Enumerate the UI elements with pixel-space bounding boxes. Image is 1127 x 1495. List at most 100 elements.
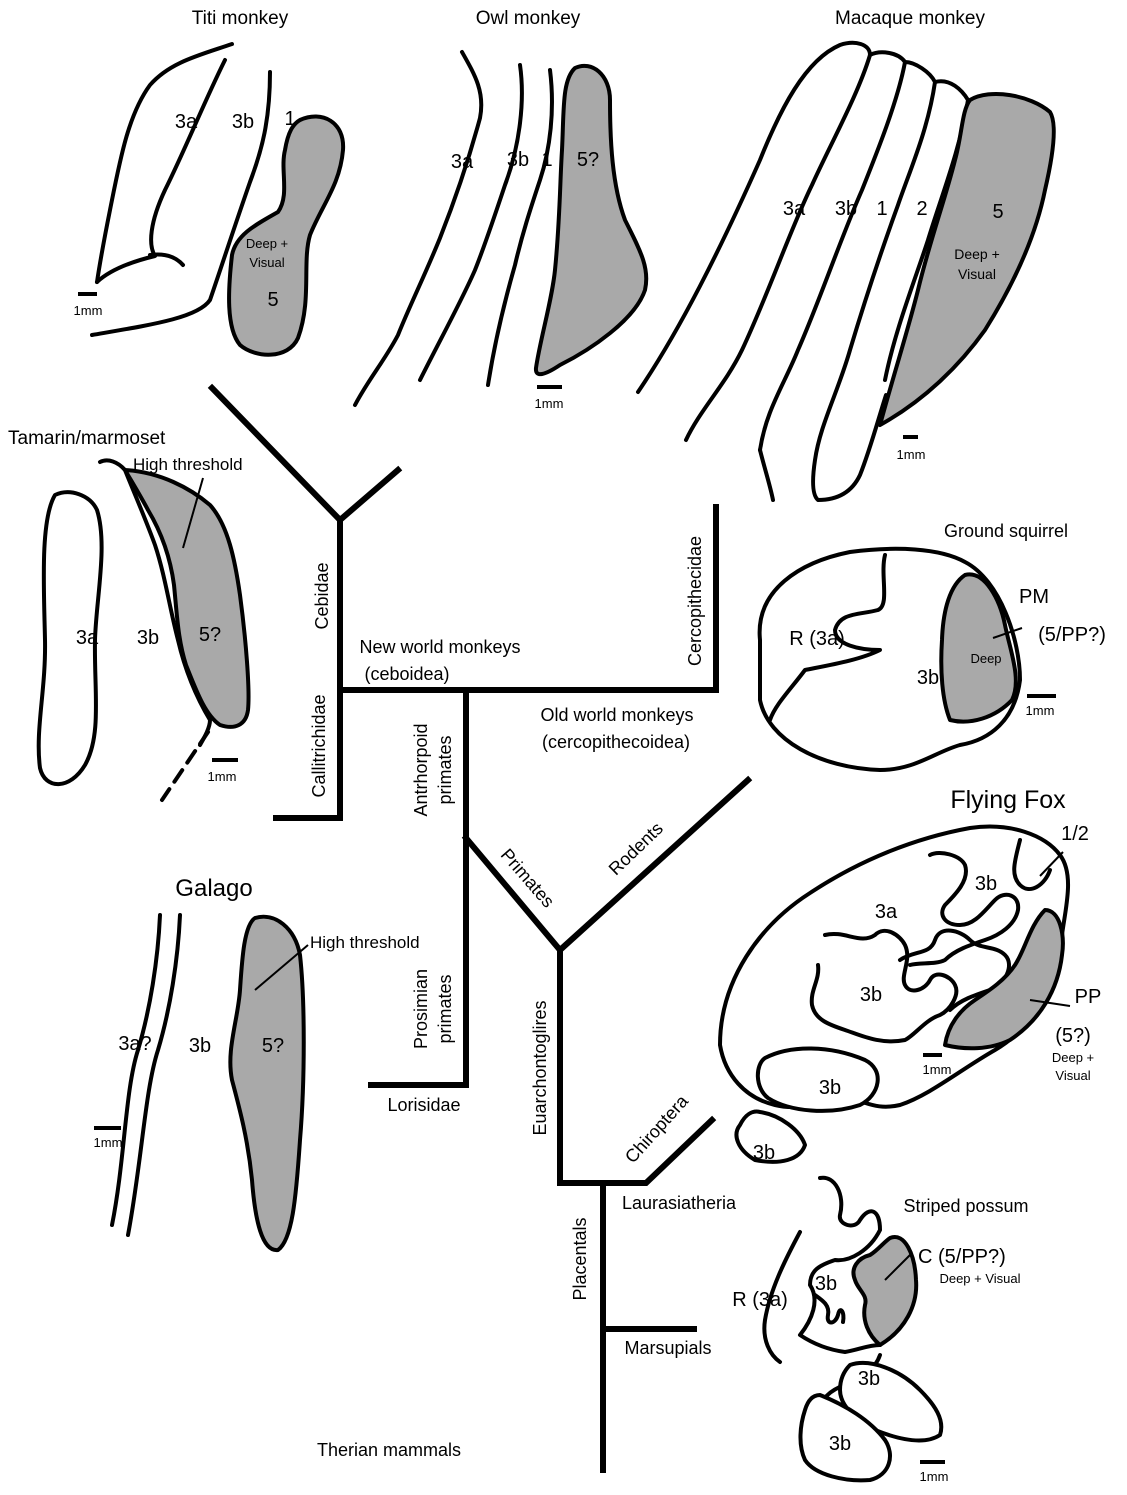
owl-scale-label: 1mm: [535, 396, 564, 411]
flyingfox-title: Flying Fox: [950, 786, 1066, 814]
flyingfox-label-3b-mid: 3b: [860, 984, 882, 1006]
tree-label-primates: Primates: [497, 845, 559, 912]
owl-boundary-3b: [420, 65, 522, 380]
flyingfox-scale-label: 1mm: [923, 1062, 952, 1077]
possum-wiggle: [815, 1295, 843, 1323]
possum-scale-label: 1mm: [920, 1469, 949, 1484]
phylogenetic-tree: Cebidae Callitrichidae New world monkeys…: [212, 388, 748, 1470]
macaque-label-1: 1: [876, 198, 887, 220]
titi-title: Titi monkey: [192, 8, 289, 29]
tamarin-area-5-shaded: [125, 470, 249, 727]
possum-label-r3a: R (3a): [732, 1289, 788, 1311]
possum-label-3b-mid: 3b: [858, 1368, 880, 1390]
squirrel-label-r3a: R (3a): [789, 628, 845, 650]
squirrel-scale-label: 1mm: [1026, 703, 1055, 718]
galago-area-5-shaded: [230, 917, 303, 1250]
titi-label-3a: 3a: [175, 111, 198, 133]
tree-label-placentals: Placentals: [570, 1217, 590, 1300]
tree-branch-cebidae-fork: [212, 388, 398, 520]
possum-c-label: C (5/PP?): [918, 1246, 1006, 1268]
flyingfox-label-3b-tip: 3b: [753, 1142, 775, 1164]
titi-monkey-panel: Titi monkey 3a 3b 1 Deep + Visual 5 1mm: [74, 8, 344, 355]
macaque-monkey-panel: Macaque monkey 3a 3b 1 2 5 Deep + Visual…: [638, 8, 1054, 500]
owl-title: Owl monkey: [476, 8, 581, 29]
titi-label-3b: 3b: [232, 111, 254, 133]
tree-label-marsupials: Marsupials: [624, 1338, 711, 1358]
macaque-label-5: 5: [992, 201, 1003, 223]
flyingfox-pp-qualifier: (5?): [1055, 1025, 1091, 1047]
tamarin-dashed-extension: [162, 732, 208, 800]
tree-label-chiroptera: Chiroptera: [621, 1090, 693, 1167]
galago-annotation: High threshold: [310, 933, 420, 952]
tree-label-anthropoid-1: Antrhorpoid: [411, 723, 431, 816]
titi-fold: [150, 254, 183, 265]
squirrel-pm-label: PM: [1019, 586, 1049, 608]
tamarin-title: Tamarin/marmoset: [8, 428, 166, 449]
tamarin-annotation: High threshold: [133, 455, 243, 474]
titi-boundary-outer: [97, 44, 232, 282]
tamarin-label-3a: 3a: [76, 627, 99, 649]
tree-branch-new-old-world: [340, 507, 716, 690]
owl-label-3a: 3a: [451, 151, 474, 173]
tamarin-label-3b: 3b: [137, 627, 159, 649]
titi-label-1: 1: [284, 108, 295, 130]
tree-label-prosimian-2: primates: [435, 974, 455, 1043]
macaque-label-3a: 3a: [783, 198, 806, 220]
squirrel-area-pm-shaded: [941, 574, 1016, 721]
tree-label-old-world-2: (cercopithecoidea): [542, 732, 690, 752]
galago-label-3a: 3a?: [118, 1033, 151, 1055]
flyingfox-pp-label: PP: [1075, 986, 1102, 1008]
galago-label-3b: 3b: [189, 1035, 211, 1057]
squirrel-title: Ground squirrel: [944, 521, 1068, 541]
galago-title: Galago: [175, 875, 252, 902]
galago-scale-label: 1mm: [94, 1135, 123, 1150]
tree-label-therian: Therian mammals: [317, 1440, 461, 1460]
macaque-note-line1: Deep +: [954, 246, 1000, 262]
owl-boundary-3a: [355, 52, 481, 405]
tamarin-scale-label: 1mm: [208, 769, 237, 784]
macaque-note-line2: Visual: [958, 266, 996, 282]
tree-label-rodents: Rodents: [605, 818, 667, 879]
flyingfox-label-3a: 3a: [875, 901, 898, 923]
owl-label-1: 1: [541, 149, 552, 171]
flyingfox-label-12: 1/2: [1061, 823, 1089, 845]
macaque-scale-label: 1mm: [897, 447, 926, 462]
tree-label-prosimian-1: Prosimian: [411, 969, 431, 1049]
ground-squirrel-panel: Ground squirrel R (3a) 3b Deep PM (5/PP?…: [760, 521, 1106, 770]
titi-label-5: 5: [267, 289, 278, 311]
macaque-boundary-1: [813, 62, 935, 500]
tree-label-lorisidae: Lorisidae: [387, 1095, 460, 1115]
tree-label-new-world-2: (ceboidea): [364, 664, 449, 684]
tree-label-cebidae: Cebidae: [312, 562, 332, 629]
flyingfox-label-3b-top: 3b: [975, 873, 997, 895]
possum-label-3b-low: 3b: [829, 1433, 851, 1455]
flyingfox-note-line1: Deep +: [1052, 1050, 1094, 1065]
tamarin-label-5: 5?: [199, 624, 221, 646]
flying-fox-panel: Flying Fox 1/2 3b 3a 3b 3b 3b PP (5?) De…: [720, 786, 1101, 1164]
flyingfox-area-3b-lower: [758, 1048, 878, 1110]
macaque-outline-3a: [638, 43, 870, 440]
squirrel-label-deep: Deep: [970, 651, 1001, 666]
galago-label-5: 5?: [262, 1035, 284, 1057]
tree-label-anthropoid-2: primates: [435, 735, 455, 804]
titi-note-line1: Deep +: [246, 236, 288, 251]
galago-panel: Galago High threshold 3a? 3b 5? 1mm: [94, 875, 420, 1250]
tree-label-new-world-1: New world monkeys: [359, 637, 520, 657]
owl-label-5: 5?: [577, 149, 599, 171]
tree-label-euarchontoglires: Euarchontoglires: [530, 1000, 550, 1135]
flyingfox-label-3b-lower: 3b: [819, 1077, 841, 1099]
striped-possum-panel: Striped possum R (3a) 3b 3b 3b C (5/PP?)…: [732, 1178, 1028, 1484]
squirrel-label-3b: 3b: [917, 667, 939, 689]
flyingfox-note-line2: Visual: [1055, 1068, 1090, 1083]
possum-label-3b-upper: 3b: [815, 1273, 837, 1295]
tree-label-cercopithecidae: Cercopithecidae: [685, 536, 705, 666]
tamarin-panel: Tamarin/marmoset High threshold 3a 3b 5?…: [8, 428, 249, 800]
squirrel-pm-qualifier: (5/PP?): [1038, 624, 1106, 646]
tree-label-laurasiatheria: Laurasiatheria: [622, 1193, 737, 1213]
macaque-boundary-tail: [760, 450, 773, 500]
owl-label-3b: 3b: [507, 149, 529, 171]
tree-label-callitrichidae: Callitrichidae: [309, 694, 329, 797]
titi-scale-label: 1mm: [74, 303, 103, 318]
